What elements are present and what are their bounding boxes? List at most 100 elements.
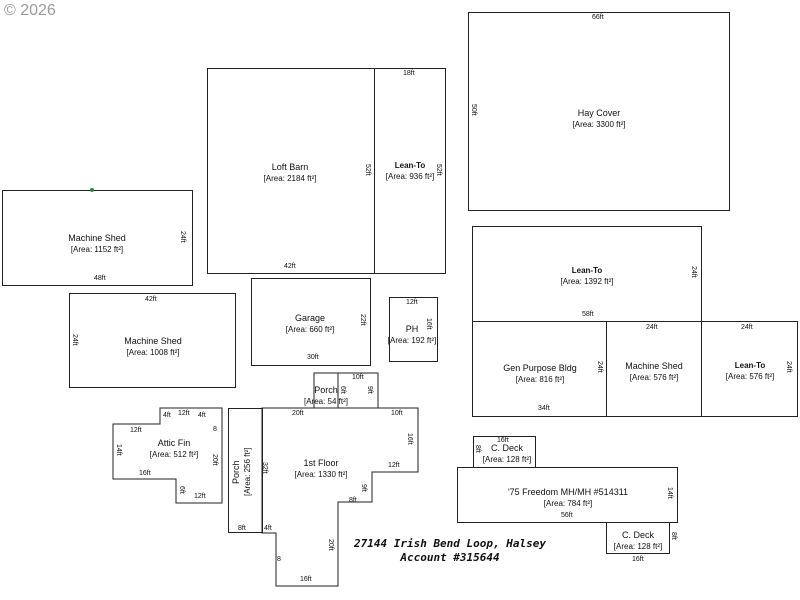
property-title: 27144 Irish Bend Loop, Halsey Account #3… bbox=[340, 537, 560, 565]
ph-width: 12ft bbox=[406, 299, 418, 306]
mobile-home-outline bbox=[457, 467, 678, 523]
machine-shed-2-label: Machine Shed [Area: 1008 ft²] bbox=[103, 336, 203, 358]
first-floor-dim-4: 12ft bbox=[388, 462, 400, 469]
c-deck-1-name: C. Deck bbox=[490, 443, 523, 453]
gen-purpose-bldg-area: [Area: 816 ft²] bbox=[515, 375, 565, 384]
porch-top-name: Porch bbox=[314, 385, 338, 395]
lean-to-1-area: [Area: 936 ft²] bbox=[385, 172, 435, 181]
c-deck-2-name: C. Deck bbox=[621, 530, 654, 540]
ph-outline bbox=[389, 297, 438, 362]
mobile-home-name: '75 Freedom MH/MH #514311 bbox=[507, 487, 629, 497]
lean-to-3-label: Lean-To [Area: 576 ft²] bbox=[714, 360, 786, 382]
garage-height: 22ft bbox=[359, 314, 366, 326]
machine-shed-3-area: [Area: 576 ft²] bbox=[629, 373, 679, 382]
machine-shed-2-height: 24ft bbox=[71, 334, 78, 346]
machine-shed-1-name: Machine Shed bbox=[68, 233, 126, 243]
machine-shed-3-width: 24ft bbox=[646, 324, 658, 331]
ph-height: 16ft bbox=[425, 318, 432, 330]
attic-fin-dim-1: 12ft bbox=[178, 410, 190, 417]
lean-to-2-height: 24ft bbox=[690, 266, 697, 278]
machine-shed-1-label: Machine Shed [Area: 1152 ft²] bbox=[47, 233, 147, 255]
first-floor-dim-3: 16ft bbox=[406, 433, 413, 445]
porch-side-label: Porch [Area: 256 ft²] bbox=[231, 442, 253, 502]
c-deck-2-width: 16ft bbox=[632, 556, 644, 563]
first-floor-dim-9: 4ft bbox=[264, 525, 272, 532]
lean-to-3-width: 24ft bbox=[741, 324, 753, 331]
gen-purpose-bldg-name: Gen Purpose Bldg bbox=[503, 363, 577, 373]
porch-top-dim-side: 9ft bbox=[366, 386, 373, 394]
lean-to-1-label: Lean-To [Area: 936 ft²] bbox=[380, 160, 440, 182]
machine-shed-2-area: [Area: 1008 ft²] bbox=[126, 348, 180, 357]
attic-fin-dim-3: 4ft bbox=[198, 412, 206, 419]
c-deck-2-area: [Area: 128 ft²] bbox=[613, 542, 663, 551]
porch-top-area: [Area: 54 ft²] bbox=[303, 397, 349, 406]
machine-shed-2-outline bbox=[69, 293, 236, 388]
property-address: 27144 Irish Bend Loop, Halsey bbox=[353, 537, 547, 550]
ph-label: PH [Area: 192 ft²] bbox=[386, 324, 438, 346]
first-floor-dim-11: 8ft bbox=[238, 525, 246, 532]
porch-side-area: [Area: 256 ft²] bbox=[243, 447, 252, 497]
first-floor-dim-6: 8ft bbox=[349, 497, 357, 504]
garage-label: Garage [Area: 660 ft²] bbox=[270, 313, 350, 335]
attic-fin-name: Attic Fin bbox=[157, 438, 191, 448]
attic-fin-dim-2: 4ft bbox=[163, 412, 171, 419]
ph-name: PH bbox=[405, 324, 419, 334]
first-floor-dim-1: 20ft bbox=[292, 410, 304, 417]
c-deck-1-height: 8ft bbox=[474, 445, 481, 453]
c-deck-1-label: C. Deck [Area: 128 ft²] bbox=[478, 443, 536, 465]
attic-fin-dim-6: 16ft bbox=[139, 470, 151, 477]
ph-area: [Area: 192 ft²] bbox=[387, 336, 437, 345]
lean-to-1-outline bbox=[374, 68, 446, 274]
attic-fin-dim-5: 14ft bbox=[115, 444, 122, 456]
hay-cover-area: [Area: 3300 ft²] bbox=[572, 120, 626, 129]
loft-barn-area: [Area: 2184 ft²] bbox=[263, 174, 317, 183]
porch-top-dim-width: 10ft bbox=[352, 374, 364, 381]
attic-fin-area: [Area: 512 ft²] bbox=[149, 450, 199, 459]
lean-to-1-width: 18ft bbox=[403, 70, 415, 77]
porch-top-label: Porch [Area: 54 ft²] bbox=[300, 385, 352, 407]
attic-fin-dim-9: 12ft bbox=[194, 493, 206, 500]
first-floor-dim-7: 20ft bbox=[327, 539, 334, 551]
porch-side-name: Porch bbox=[231, 460, 241, 484]
machine-shed-2-name: Machine Shed bbox=[124, 336, 182, 346]
gen-purpose-bldg-height: 24ft bbox=[596, 361, 603, 373]
lean-to-3-height: 24ft bbox=[785, 361, 792, 373]
marker-dot bbox=[90, 188, 94, 192]
lean-to-2-label: Lean-To [Area: 1392 ft²] bbox=[547, 265, 627, 287]
machine-shed-3-label: Machine Shed [Area: 576 ft²] bbox=[610, 361, 698, 383]
first-floor-area: [Area: 1330 ft²] bbox=[294, 470, 348, 479]
mobile-home-width: 56ft bbox=[561, 512, 573, 519]
loft-barn-width: 42ft bbox=[284, 263, 296, 270]
hay-cover-width: 66ft bbox=[592, 14, 604, 21]
lean-to-3-name: Lean-To bbox=[734, 361, 766, 370]
hay-cover-outline bbox=[468, 12, 730, 211]
loft-barn-name: Loft Barn bbox=[271, 162, 309, 172]
property-account: Account #315644 bbox=[400, 551, 500, 564]
porch-side-outline bbox=[228, 408, 263, 533]
attic-fin-outline bbox=[112, 407, 223, 504]
attic-fin-dim-4: 12ft bbox=[130, 427, 142, 434]
c-deck-2-label: C. Deck [Area: 128 ft²] bbox=[608, 530, 668, 552]
hay-cover-label: Hay Cover [Area: 3300 ft²] bbox=[549, 108, 649, 130]
lean-to-1-name: Lean-To bbox=[394, 161, 426, 170]
gen-purpose-bldg-width: 34ft bbox=[538, 405, 550, 412]
attic-fin-dim-10: 8 bbox=[213, 426, 217, 433]
porch-top-dim-height: 6ft bbox=[339, 386, 346, 394]
c-deck-2-outline bbox=[606, 522, 670, 554]
first-floor-outline bbox=[261, 372, 419, 587]
lean-to-1-height: 52ft bbox=[435, 164, 442, 176]
loft-barn-label: Loft Barn [Area: 2184 ft²] bbox=[240, 162, 340, 184]
first-floor-name: 1st Floor bbox=[303, 458, 339, 468]
lean-to-2-width: 58ft bbox=[582, 311, 594, 318]
garage-width: 30ft bbox=[307, 354, 319, 361]
c-deck-2-height: 8ft bbox=[670, 532, 677, 540]
copyright-watermark: © 2026 bbox=[4, 2, 56, 19]
loft-barn-height: 52ft bbox=[364, 164, 371, 176]
garage-outline bbox=[251, 278, 371, 366]
mobile-home-area: [Area: 784 ft²] bbox=[543, 499, 593, 508]
first-floor-label: 1st Floor [Area: 1330 ft²] bbox=[286, 458, 356, 480]
c-deck-1-area: [Area: 128 ft²] bbox=[482, 455, 532, 464]
first-floor-dim-2: 10ft bbox=[391, 410, 403, 417]
lean-to-3-outline bbox=[701, 321, 798, 417]
